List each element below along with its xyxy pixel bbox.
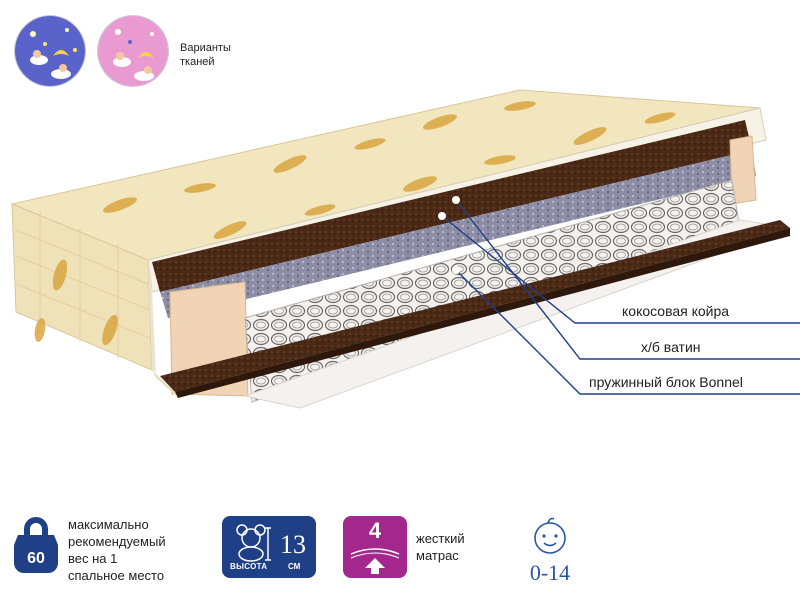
pink-fabric-pattern-icon: [98, 16, 168, 86]
weight-line2: рекомендуемый: [68, 534, 166, 549]
fabric-swatch-pink[interactable]: [98, 16, 168, 86]
cotton-batting-label: х/б ватин: [641, 339, 701, 355]
height-label: ВЫСОТА: [230, 562, 268, 571]
child-age-icon: [534, 517, 566, 554]
weight-description: максимально рекомендуемый вес на 1 спаль…: [68, 516, 166, 584]
fabric-label-line2: тканей: [180, 56, 215, 68]
blue-fabric-pattern-icon: [15, 16, 85, 86]
stiffness-badge: 4: [343, 516, 407, 578]
fabric-swatch-blue[interactable]: [15, 16, 85, 86]
weight-line1: максимально: [68, 517, 149, 532]
stiffness-line2: матрас: [416, 548, 459, 563]
age-range: 0-14: [529, 560, 571, 585]
stiffness-line1: жесткий: [416, 531, 465, 546]
coconut-coir-label: кокосовая койра: [622, 303, 730, 319]
weight-line3: вес на 1: [68, 551, 118, 566]
height-badge: 13 ВЫСОТА СМ: [222, 516, 316, 578]
weight-value: 60: [27, 550, 45, 567]
fabric-options-label: Варианты тканей: [180, 41, 231, 69]
mattress-illustration: [10, 89, 800, 409]
bonnel-spring-label: пружинный блок Bonnel: [589, 374, 743, 390]
fabric-label-line1: Варианты: [180, 42, 231, 54]
weight-line4: спальное место: [68, 568, 165, 583]
stiffness-arrow-icon: [350, 548, 400, 574]
weight-kettlebell-icon: 60: [14, 517, 58, 573]
height-unit: СМ: [288, 562, 301, 571]
stiffness-value: 4: [368, 518, 382, 543]
height-value: 13: [280, 530, 306, 559]
teddy-bear-icon: [236, 524, 271, 562]
stiffness-description: жесткий матрас: [416, 530, 465, 564]
